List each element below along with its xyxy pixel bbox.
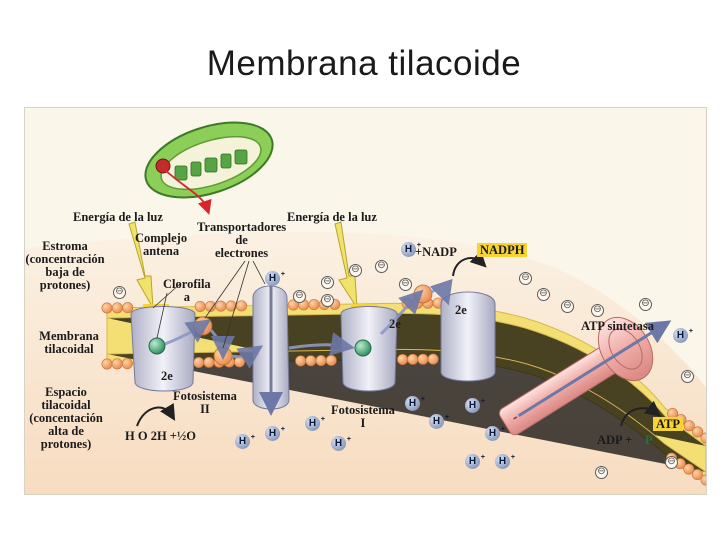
label-adp-equation: ADP +	[597, 433, 633, 447]
h-ion-icon: H+	[429, 414, 449, 429]
phospholipid-head	[683, 463, 695, 475]
negative-charge-icon: ⊖	[561, 300, 574, 313]
thylakoid-membrane-diagram: Energía de la luz Energía de la luz Comp…	[24, 107, 707, 495]
light-arrow-icon	[128, 221, 358, 310]
h-ion-icon: H+	[495, 454, 515, 469]
nadph-arrow	[452, 250, 487, 277]
h-ion-icon: H+	[401, 242, 421, 257]
label-water-splitting: H O 2H +½O	[125, 429, 197, 443]
negative-charge-icon: ⊖	[321, 294, 334, 307]
diagram-artwork	[25, 121, 706, 494]
phospholipid-head	[325, 354, 337, 366]
negative-charge-icon: ⊖	[349, 264, 362, 277]
nadp-reductase	[440, 291, 496, 382]
negative-charge-icon: ⊖	[665, 456, 678, 469]
label-light-energy-2: Energía de la luz	[287, 210, 377, 224]
negative-charge-icon: ⊖	[113, 286, 126, 299]
phospholipid-head	[407, 353, 419, 365]
phospholipid-head	[101, 358, 113, 370]
phospholipid-head	[691, 469, 703, 481]
h-ion-icon: H+	[485, 426, 505, 441]
label-phosphate: P	[645, 433, 653, 447]
label-atp: ATP	[653, 417, 684, 431]
negative-charge-icon: ⊖	[537, 288, 550, 301]
pointer-lines	[152, 260, 266, 349]
label-2e-i: 2e	[389, 317, 401, 331]
h-ion-icon: H+	[673, 328, 693, 343]
phospholipid-head	[417, 353, 429, 365]
negative-charge-icon: ⊖	[519, 272, 532, 285]
negative-charge-icon: ⊖	[399, 278, 412, 291]
label-nadp-equation: +NADP	[415, 245, 457, 259]
negative-charge-icon: ⊖	[293, 290, 306, 303]
phospholipid-head	[121, 358, 133, 370]
h-ion-icon: H+	[331, 436, 351, 451]
phospholipid-head	[295, 355, 307, 367]
carrier-sphere	[213, 346, 233, 366]
phospholipid-head	[308, 299, 320, 311]
label-stroma: Estroma (concentración baja de protones)	[25, 239, 105, 292]
phospholipid-head	[236, 300, 248, 312]
label-antenna-complex: Complejo antena	[135, 231, 188, 258]
negative-charge-icon: ⊖	[321, 276, 334, 289]
ferredoxin-sphere	[413, 284, 433, 304]
label-light-energy-1: Energía de la luz	[73, 210, 163, 224]
negative-charge-icon: ⊖	[639, 298, 652, 311]
phospholipid-head	[122, 302, 134, 314]
label-2e-ii: 2e	[161, 369, 173, 383]
phospholipid-head	[233, 356, 245, 368]
h-ion-icon: H+	[405, 396, 425, 411]
negative-charge-icon: ⊖	[591, 304, 604, 317]
atp-synthase	[498, 316, 672, 436]
h-ion-icon: H+	[265, 426, 285, 441]
slide-title: Membrana tilacoide	[206, 44, 522, 83]
phospholipid-head	[111, 358, 123, 370]
water-split-arrow	[136, 403, 176, 427]
carrier-sphere	[193, 316, 213, 336]
phospholipid-head	[427, 353, 439, 365]
negative-charge-icon: ⊖	[595, 466, 608, 479]
phospholipid-head	[193, 357, 205, 369]
h-ion-icon: H+	[265, 271, 285, 286]
phospholipid-head	[111, 302, 123, 314]
negative-charge-icon: ⊖	[375, 260, 388, 273]
label-thylakoid-membrane: Membrana tilacoidal	[39, 329, 99, 356]
phospholipid-head	[397, 353, 409, 365]
chloroplast-icon	[144, 121, 274, 215]
phospholipid-head	[315, 355, 327, 367]
phospholipid-head	[101, 302, 113, 314]
h-ion-icon: H+	[465, 398, 485, 413]
phospholipid-head	[305, 355, 317, 367]
electron-flow-arrow-icon	[164, 278, 453, 369]
chlorophyll-a-i	[354, 339, 372, 357]
label-nadph: NADPH	[477, 243, 528, 257]
label-photosystem-ii: Fotosistema II	[173, 389, 237, 416]
label-photosystem-i: Fotosistema I	[331, 403, 395, 430]
atp-arrow	[620, 400, 662, 427]
phospholipid-head	[203, 356, 215, 368]
negative-charge-icon: ⊖	[681, 370, 694, 383]
label-thylakoid-space: Espacio tilacoidal (concentación alta de…	[29, 385, 103, 451]
label-electron-transporters: Transportadores de electrones	[197, 220, 287, 260]
phospholipid-head	[692, 426, 704, 438]
label-2e-nadp: 2e	[455, 303, 467, 317]
h-ion-icon: H+	[235, 434, 255, 449]
h-ion-icon: H+	[465, 454, 485, 469]
phospholipid-head	[215, 300, 227, 312]
phospholipid-head	[683, 420, 695, 432]
label-chlorophyll-a: Clorofila a	[163, 277, 211, 304]
h-ion-icon: H+	[305, 416, 325, 431]
chlorophyll-a-ii	[148, 337, 166, 355]
label-atp-synthase: ATP sintetasa	[581, 319, 655, 333]
